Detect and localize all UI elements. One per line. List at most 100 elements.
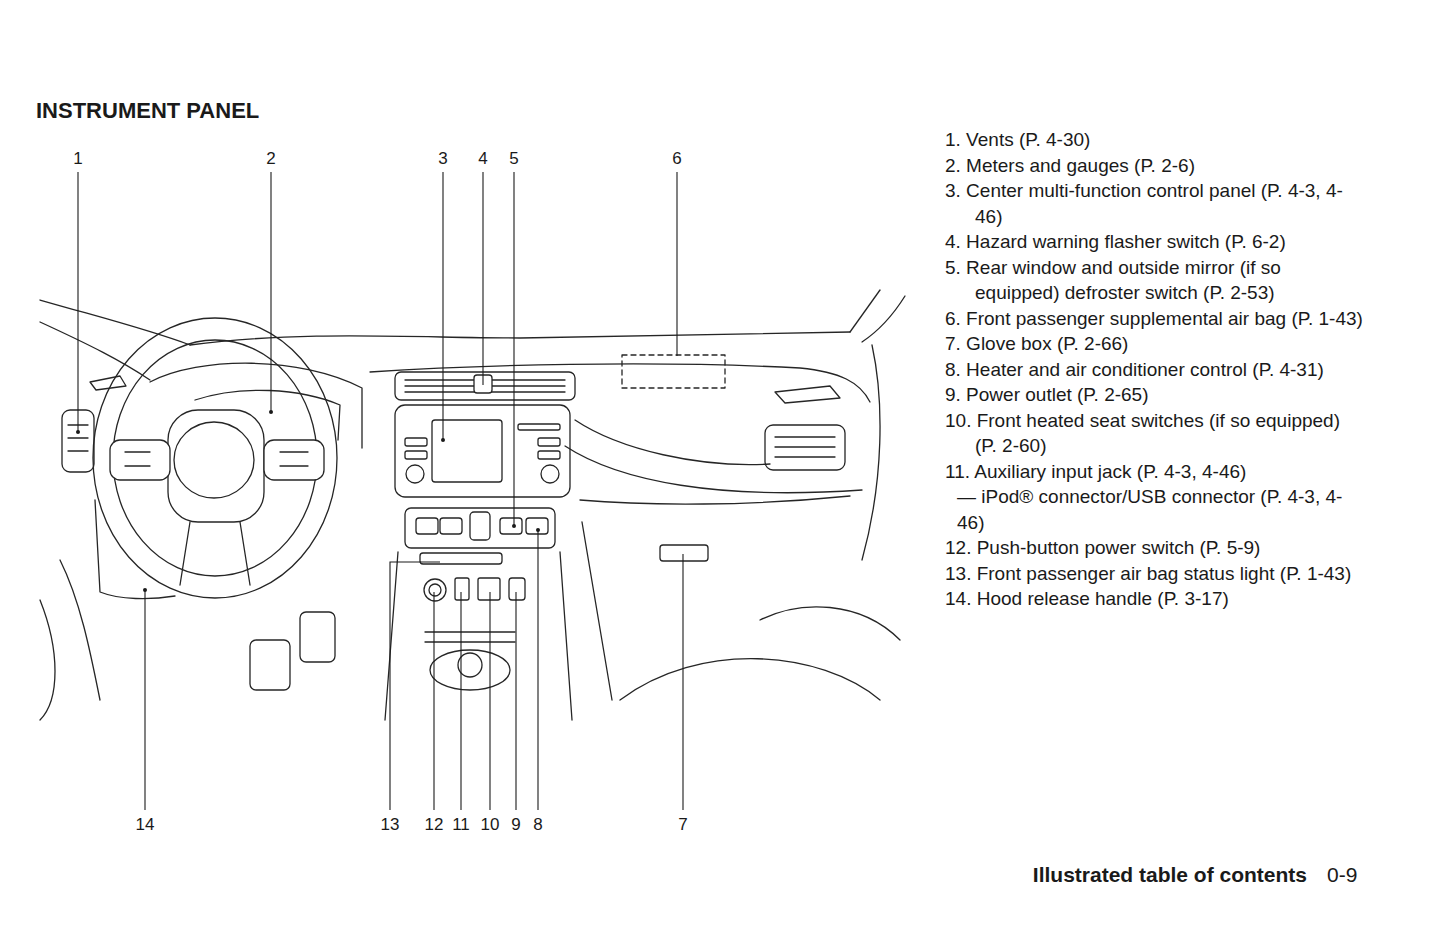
- aux-jack: [455, 578, 469, 600]
- button: [470, 512, 490, 540]
- legend-entry: 3. Center multi-function control panel (…: [945, 178, 1365, 229]
- dash-top: [190, 332, 850, 345]
- callout-number: 5: [509, 149, 518, 169]
- legend-entry: 1. Vents (P. 4-30): [945, 127, 1365, 153]
- wheel-spoke: [180, 522, 250, 585]
- callout-number: 8: [533, 815, 542, 835]
- leader-line: [144, 590, 145, 810]
- button: [526, 518, 548, 534]
- legend-entry: 14. Hood release handle (P. 3-17): [945, 586, 1365, 612]
- leader-line: [513, 172, 514, 526]
- callout-number: 4: [478, 149, 487, 169]
- dash-sweep: [370, 364, 870, 402]
- knob: [406, 465, 424, 483]
- legend-entry: 6. Front passenger supplemental air bag …: [945, 306, 1365, 332]
- slot: [518, 424, 560, 430]
- legend-entry: 12. Push-button power switch (P. 5-9): [945, 535, 1365, 561]
- leader-line: [460, 592, 461, 810]
- pedal: [300, 612, 335, 662]
- side-vent: [90, 376, 126, 390]
- callout-number: 1: [73, 149, 82, 169]
- leader-dot: [441, 438, 445, 442]
- wheel-buttons: [110, 440, 170, 480]
- center-vent: [395, 372, 575, 400]
- callout-number: 13: [381, 815, 400, 835]
- leader-line: [390, 562, 440, 810]
- wheel-hub: [174, 422, 254, 498]
- legend-entry: 9. Power outlet (P. 2-65): [945, 382, 1365, 408]
- vent-slats: [775, 437, 835, 457]
- button: [440, 518, 462, 534]
- glove-box: [582, 522, 612, 700]
- callout-number: 3: [438, 149, 447, 169]
- leader-line: [489, 592, 490, 810]
- leader-dot: [269, 410, 273, 414]
- legend-entry: 13. Front passenger air bag status light…: [945, 561, 1365, 587]
- knob: [541, 465, 559, 483]
- door-line: [862, 345, 880, 560]
- page-title: INSTRUMENT PANEL: [36, 98, 259, 124]
- button: [538, 451, 560, 459]
- legend-entry: 5. Rear window and outside mirror (if so…: [945, 255, 1365, 306]
- glove-box-handle: [660, 545, 708, 561]
- glove-box: [580, 496, 850, 504]
- wheel-hub: [168, 410, 264, 522]
- button: [416, 518, 438, 534]
- a-pillar: [40, 322, 150, 380]
- wheel-buttons: [125, 452, 308, 466]
- legend-entry: 2. Meters and gauges (P. 2-6): [945, 153, 1365, 179]
- leader-dot: [536, 528, 540, 532]
- airbag-area: [622, 355, 725, 388]
- callout-number: 9: [511, 815, 520, 835]
- climate-panel: [405, 508, 555, 548]
- leader-line: [676, 172, 677, 356]
- shift-knob: [458, 653, 482, 677]
- page-number: 0-9: [1327, 862, 1357, 888]
- a-pillar: [862, 296, 905, 342]
- legend-entry: 11. Auxiliary input jack (P. 4-3, 4-46): [945, 459, 1365, 485]
- a-pillar: [40, 300, 190, 345]
- center-stack: [395, 405, 570, 497]
- leader-line: [77, 172, 78, 432]
- legend-entry: 10. Front heated seat switches (if so eq…: [945, 408, 1365, 459]
- leader-dot: [76, 430, 80, 434]
- knee-panel: [95, 500, 175, 599]
- leader-dot: [512, 524, 516, 528]
- footer-section: Illustrated table of contents: [1033, 862, 1307, 888]
- steering-wheel: [93, 318, 337, 598]
- button: [405, 451, 427, 459]
- shift-knob: [430, 650, 510, 690]
- leader-line: [682, 554, 683, 810]
- leader-line: [433, 592, 434, 810]
- leader-line: [442, 172, 443, 440]
- callout-number: 14: [136, 815, 155, 835]
- callout-number: 7: [678, 815, 687, 835]
- callout-number: 6: [672, 149, 681, 169]
- usb-port: [478, 578, 500, 600]
- power-switch: [424, 579, 446, 601]
- leader-line: [515, 592, 516, 810]
- callout-number: 2: [266, 149, 275, 169]
- legend-entry: 7. Glove box (P. 2-66): [945, 331, 1365, 357]
- button: [500, 518, 522, 534]
- seat: [40, 600, 55, 720]
- a-pillar: [850, 290, 880, 332]
- legend-entry: — iPod® connector/USB connector (P. 4-3,…: [945, 484, 1365, 535]
- button: [538, 438, 560, 446]
- button: [405, 438, 427, 446]
- floor: [60, 560, 100, 700]
- callout-number: 12: [425, 815, 444, 835]
- callout-number: 10: [481, 815, 500, 835]
- legend-entry: 4. Hazard warning flasher switch (P. 6-2…: [945, 229, 1365, 255]
- power-switch: [429, 584, 441, 596]
- pedal: [250, 640, 290, 690]
- legend-entry: 8. Heater and air conditioner control (P…: [945, 357, 1365, 383]
- callout-number: 11: [452, 815, 470, 835]
- wheel-buttons: [264, 440, 324, 480]
- dash-lip: [575, 420, 770, 465]
- right-vent: [765, 425, 845, 470]
- floor: [760, 607, 900, 640]
- power-outlet: [509, 578, 525, 600]
- floor: [620, 659, 880, 700]
- leader-line: [270, 172, 271, 412]
